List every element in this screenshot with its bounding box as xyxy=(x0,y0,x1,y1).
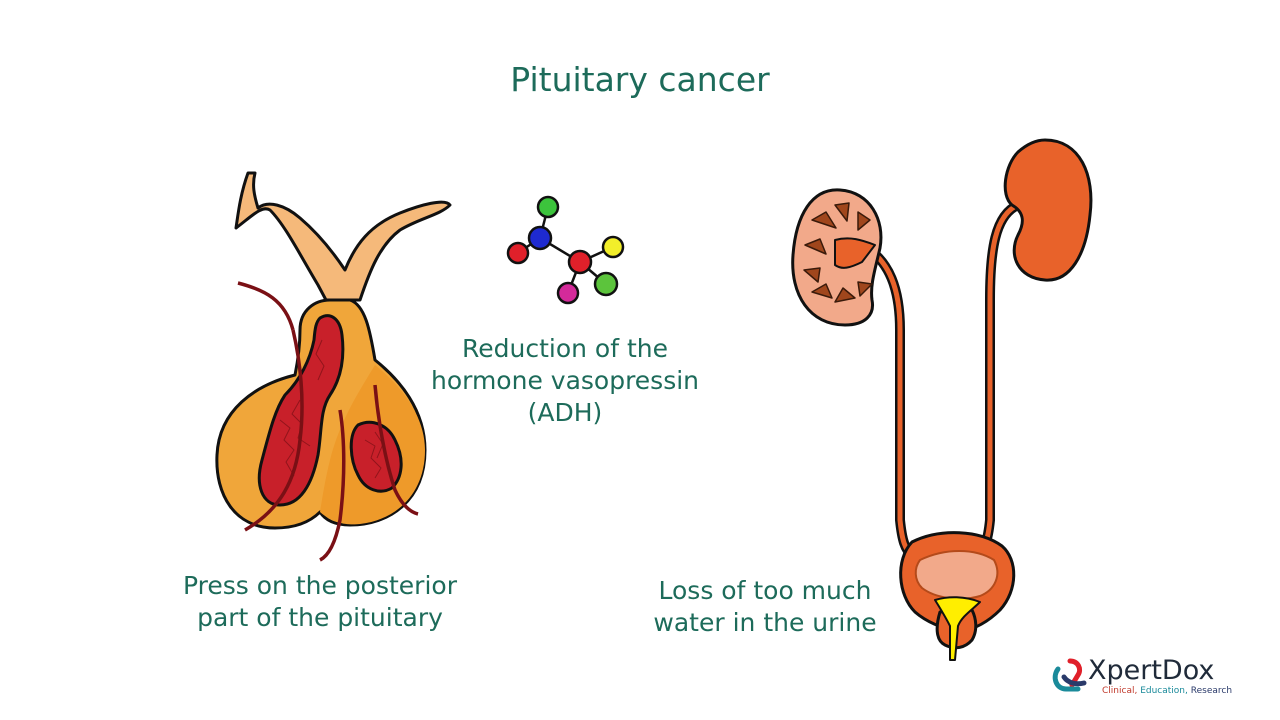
logo-tagline: Clinical, Education, Research xyxy=(1102,686,1232,696)
caption-line: part of the pituitary xyxy=(197,603,443,632)
caption-line: Press on the posterior xyxy=(183,571,457,600)
caption-posterior-pressure: Press on the posterior part of the pitui… xyxy=(160,570,480,634)
caption-line: water in the urine xyxy=(653,608,877,637)
xpertdox-logo: XpertDox Clinical, Education, Research xyxy=(1050,655,1250,700)
caption-line: hormone vasopressin xyxy=(430,366,700,395)
tagline-word: Education, xyxy=(1140,686,1188,696)
caption-vasopressin-reduction: Reduction of the hormone vasopressin (AD… xyxy=(420,333,710,429)
caption-line: Loss of too much xyxy=(658,576,872,605)
molecule-icon xyxy=(506,195,625,305)
urinary-system-illustration xyxy=(791,138,1093,661)
pituitary-gland-illustration xyxy=(215,171,452,562)
xpertdox-logo-icon xyxy=(1052,658,1087,692)
caption-line: (ADH) xyxy=(527,398,603,427)
tagline-word: Clinical, xyxy=(1102,686,1138,696)
tagline-word: Research xyxy=(1190,686,1233,696)
caption-water-loss: Loss of too much water in the urine xyxy=(630,575,900,639)
page-title: Pituitary cancer xyxy=(510,60,770,99)
caption-line: Reduction of the xyxy=(462,334,668,363)
logo-name: XpertDox xyxy=(1088,655,1215,686)
